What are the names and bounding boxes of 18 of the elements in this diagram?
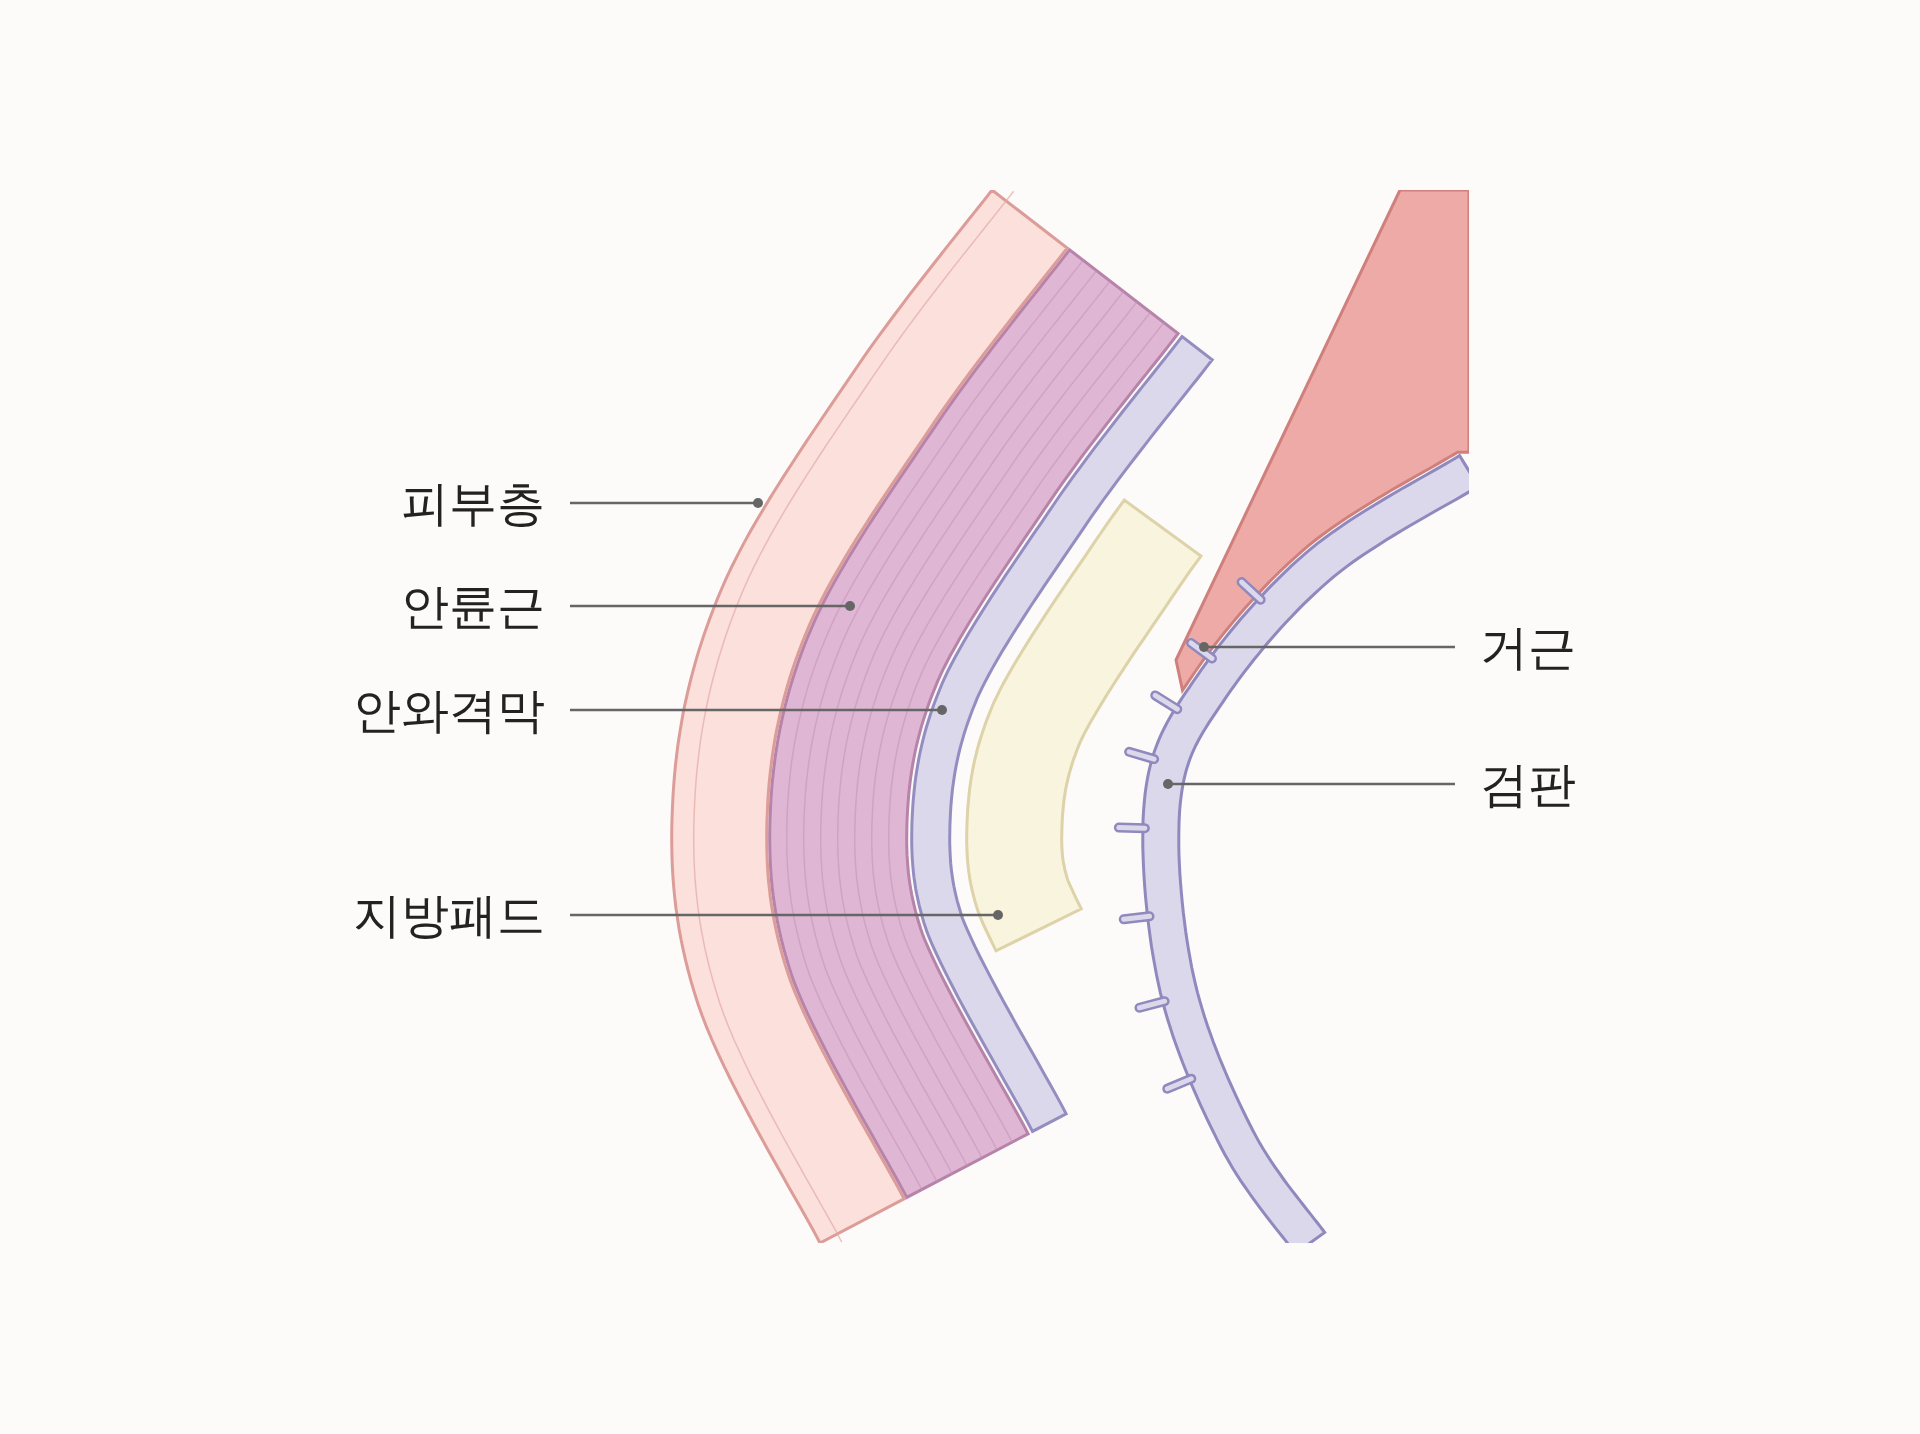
leader-line xyxy=(1199,642,1455,652)
part-label: 안와격막 xyxy=(353,682,545,738)
membrane-layer xyxy=(910,334,1215,1134)
muscle-layer xyxy=(768,247,1181,1200)
leader-line xyxy=(570,601,855,611)
part-label: 지방패드 xyxy=(353,887,545,943)
leader-line xyxy=(570,705,947,715)
fat-pad xyxy=(965,498,1204,953)
muscle-band xyxy=(1174,190,1469,694)
part-label: 거근 xyxy=(1480,619,1576,675)
tarsal-plate xyxy=(1113,453,1469,1243)
leader-line xyxy=(570,498,763,508)
part-label: 피부층 xyxy=(401,475,545,531)
part-label: 안륜근 xyxy=(401,578,545,634)
part-label: 검판 xyxy=(1480,756,1576,812)
skin-layer xyxy=(670,190,1070,1243)
leader-line xyxy=(570,910,1003,920)
leader-line xyxy=(1163,779,1455,789)
